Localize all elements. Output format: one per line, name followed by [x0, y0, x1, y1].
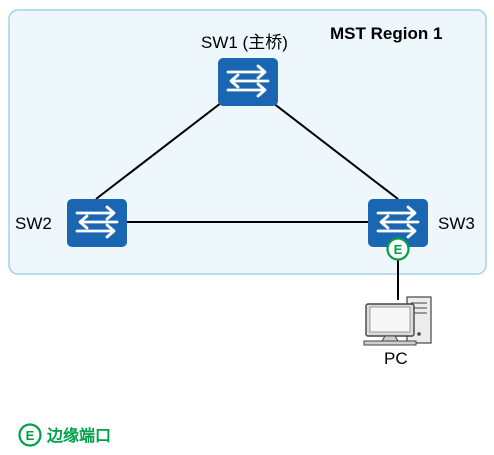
- mst-region-box: [8, 9, 487, 275]
- region-title: MST Region 1: [330, 24, 442, 43]
- switch-label-sw2: SW2: [15, 214, 52, 233]
- switch-sw3[interactable]: SW3: [368, 199, 475, 247]
- switch-sw1[interactable]: SW1 (主桥): [201, 33, 288, 106]
- edge-port-icon: E: [386, 237, 410, 261]
- edge-port-icon: E: [18, 423, 42, 447]
- switch-icon: [67, 199, 127, 247]
- legend-marker: E: [26, 428, 35, 443]
- switch-icon: [218, 58, 278, 106]
- switch-sw2[interactable]: SW2: [15, 199, 127, 247]
- edge-port-marker: E: [394, 242, 403, 257]
- switch-label-sw1: SW1 (主桥): [201, 33, 288, 52]
- pc-label: PC: [384, 349, 408, 368]
- legend-label: 边缘端口: [46, 426, 111, 445]
- legend: E 边缘端口: [18, 423, 111, 447]
- pc-icon: [363, 296, 432, 346]
- pc-device[interactable]: PC: [363, 296, 432, 368]
- switch-label-sw3: SW3: [438, 214, 475, 233]
